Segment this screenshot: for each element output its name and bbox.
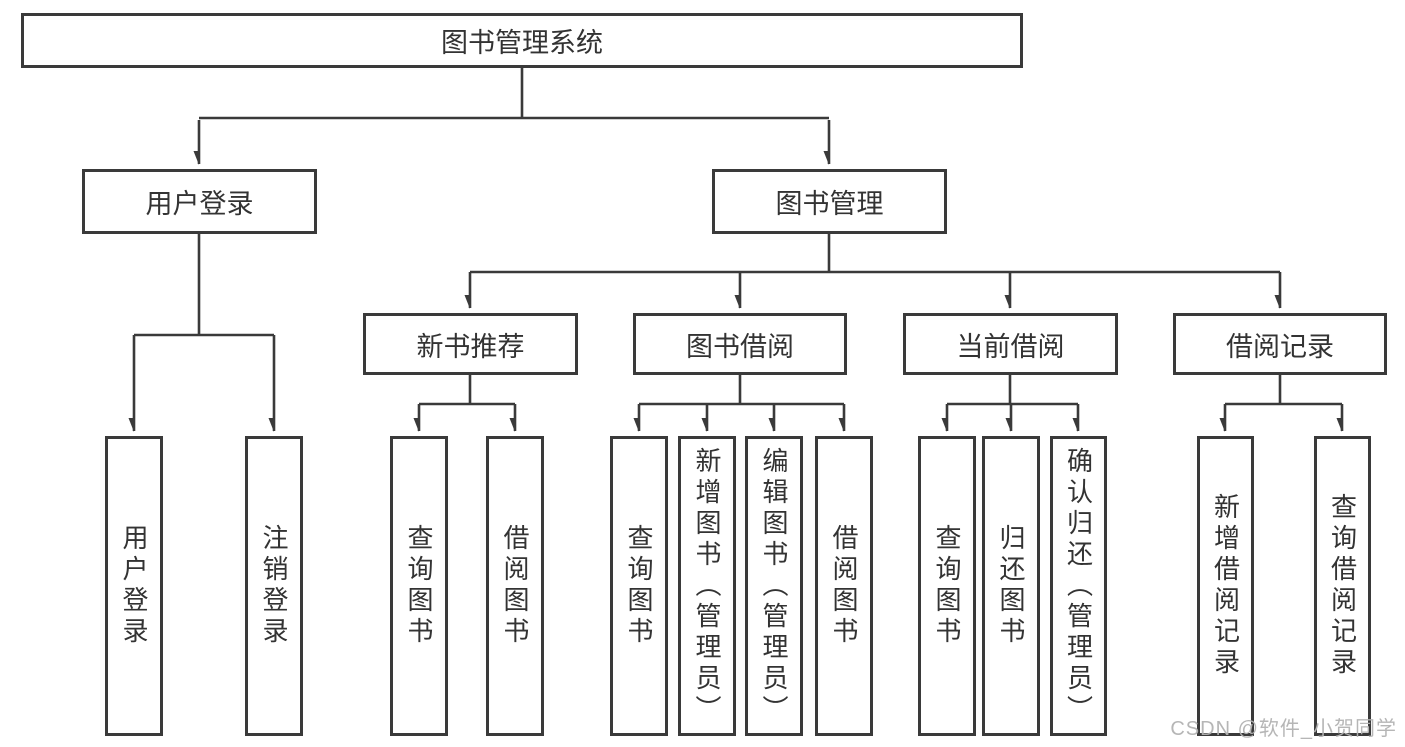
leaf-query-borrow-record: 查询借阅记录 <box>1314 436 1371 736</box>
node-current-borrowing: 当前借阅 <box>903 313 1118 375</box>
leaf-query-books-current-label: 查询图书 <box>932 524 962 648</box>
csdn-watermark: CSDN @软件_小贺同学 <box>1170 718 1397 740</box>
node-current-borrowing-label: 当前借阅 <box>956 331 1065 362</box>
leaf-query-books-current: 查询图书 <box>918 436 976 736</box>
node-new-book-recommend-label: 新书推荐 <box>416 331 525 362</box>
leaf-user-login: 用户登录 <box>105 436 163 736</box>
node-book-borrowing-label: 图书借阅 <box>686 331 794 362</box>
node-borrowing-records-label: 借阅记录 <box>1226 331 1334 362</box>
leaf-query-books-recommend-label: 查询图书 <box>404 524 434 648</box>
leaf-borrow-books-recommend: 借阅图书 <box>486 436 544 736</box>
leaf-query-books-borrowing: 查询图书 <box>610 436 668 736</box>
leaf-query-books-recommend: 查询图书 <box>390 436 448 736</box>
leaf-add-borrow-record: 新增借阅记录 <box>1197 436 1254 736</box>
node-root-label: 图书管理系统 <box>441 28 603 58</box>
leaf-confirm-return-admin-label: 确认归还（管理员） <box>1063 446 1094 726</box>
leaf-borrow-books-recommend-label: 借阅图书 <box>500 524 530 648</box>
leaf-borrow-books: 借阅图书 <box>815 436 873 736</box>
leaf-return-books: 归还图书 <box>982 436 1040 736</box>
leaf-edit-books-admin: 编辑图书（管理员） <box>745 436 803 736</box>
leaf-query-books-borrowing-label: 查询图书 <box>624 524 654 648</box>
node-new-book-recommend: 新书推荐 <box>363 313 578 375</box>
leaf-add-borrow-record-label: 新增借阅记录 <box>1210 493 1241 679</box>
node-book-management: 图书管理 <box>712 169 947 234</box>
node-book-management-label: 图书管理 <box>775 189 884 219</box>
leaf-return-books-label: 归还图书 <box>996 524 1026 648</box>
node-user-login-label: 用户登录 <box>145 189 254 219</box>
node-user-login: 用户登录 <box>82 169 317 234</box>
leaf-user-login-label: 用户登录 <box>119 524 149 648</box>
leaf-query-borrow-record-label: 查询借阅记录 <box>1327 493 1358 679</box>
node-book-borrowing: 图书借阅 <box>633 313 847 375</box>
leaf-add-books-admin-label: 新增图书（管理员） <box>692 446 722 726</box>
node-borrowing-records: 借阅记录 <box>1173 313 1387 375</box>
leaf-add-books-admin: 新增图书（管理员） <box>678 436 736 736</box>
leaf-logout-label: 注销登录 <box>259 524 289 648</box>
leaf-confirm-return-admin: 确认归还（管理员） <box>1050 436 1107 736</box>
leaf-edit-books-admin-label: 编辑图书（管理员） <box>759 446 789 726</box>
node-root-library-management-system: 图书管理系统 <box>21 13 1023 68</box>
leaf-logout: 注销登录 <box>245 436 303 736</box>
leaf-borrow-books-label: 借阅图书 <box>829 524 859 648</box>
